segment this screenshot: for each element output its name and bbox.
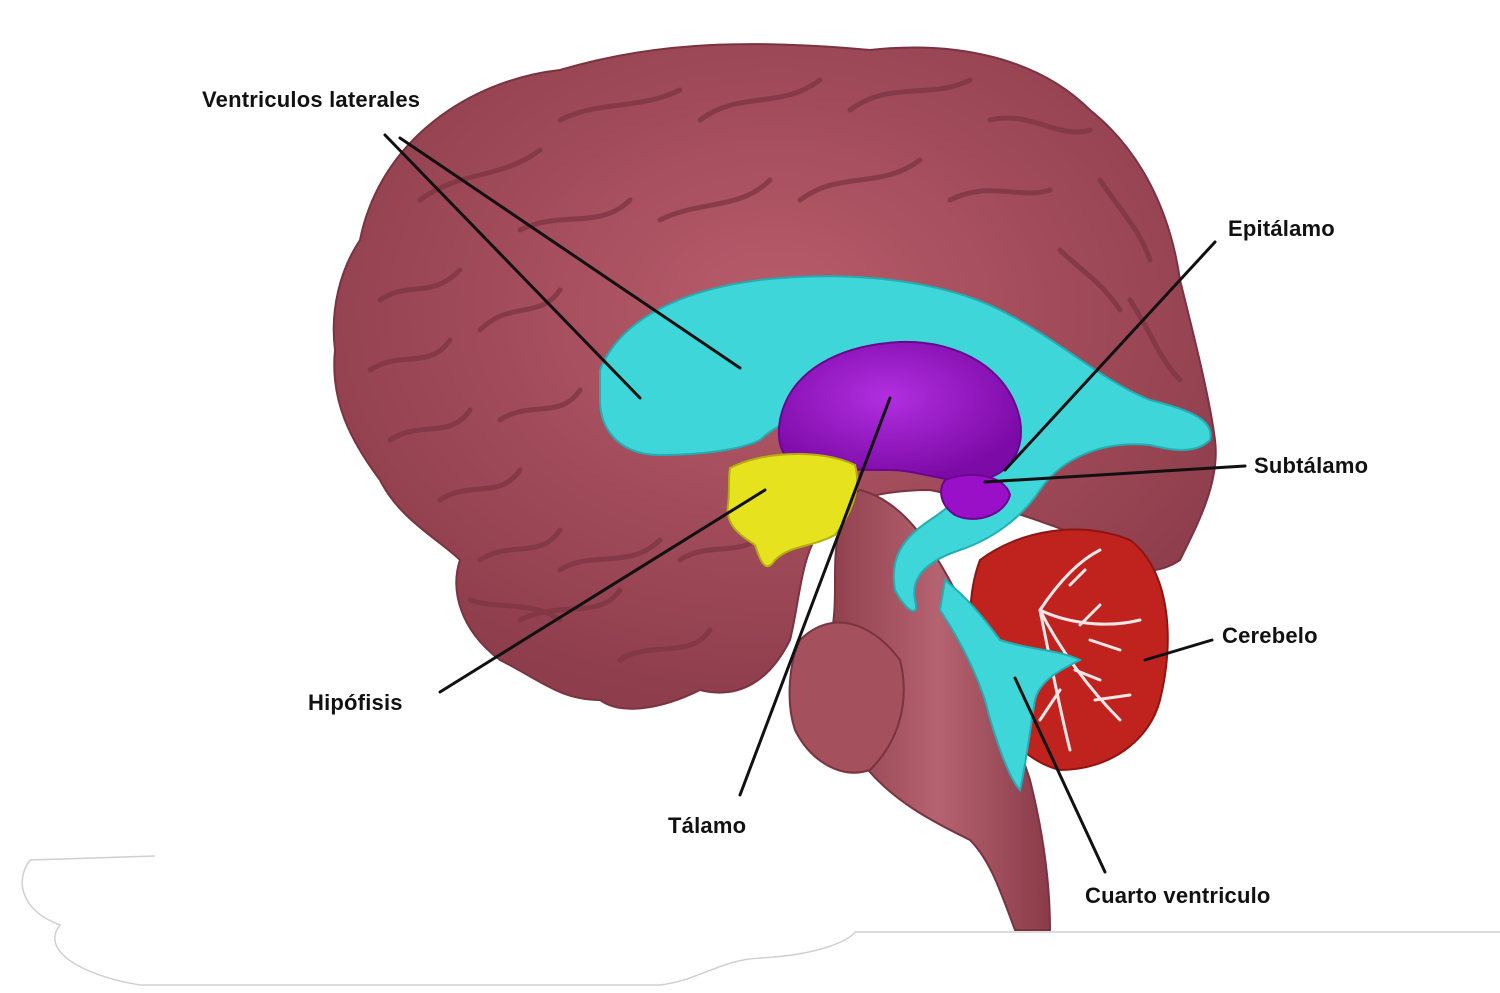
label-cuarto-ventriculo: Cuarto ventriculo <box>1085 883 1271 908</box>
pituitary <box>726 453 859 568</box>
leader-hipofisis <box>438 488 767 694</box>
leader-subtalamo <box>983 464 1247 484</box>
label-hipofisis: Hipófisis <box>308 690 403 715</box>
leader-cuarto <box>1013 676 1107 874</box>
label-epitalamo: Epitálamo <box>1228 216 1335 241</box>
leader-ventriculos-1 <box>383 133 642 400</box>
label-ventriculos-laterales: Ventriculos laterales <box>202 87 421 112</box>
label-talamo: Tálamo <box>668 813 747 838</box>
label-subtalamo: Subtálamo <box>1254 453 1369 478</box>
cutout-outline <box>21 855 1500 986</box>
leader-epitalamo <box>1003 240 1217 472</box>
leader-talamo <box>738 396 892 797</box>
label-cerebelo: Cerebelo <box>1222 623 1318 648</box>
leader-cerebelo <box>1143 638 1214 662</box>
leader-lines <box>383 133 1247 874</box>
leader-ventriculos-2 <box>398 136 742 370</box>
cortex-folds <box>367 77 1183 663</box>
pons <box>788 621 905 774</box>
fourth-ventricle-shape <box>938 578 1083 792</box>
subthalamus-region <box>940 474 1012 520</box>
arbor-vitae <box>1038 548 1142 752</box>
